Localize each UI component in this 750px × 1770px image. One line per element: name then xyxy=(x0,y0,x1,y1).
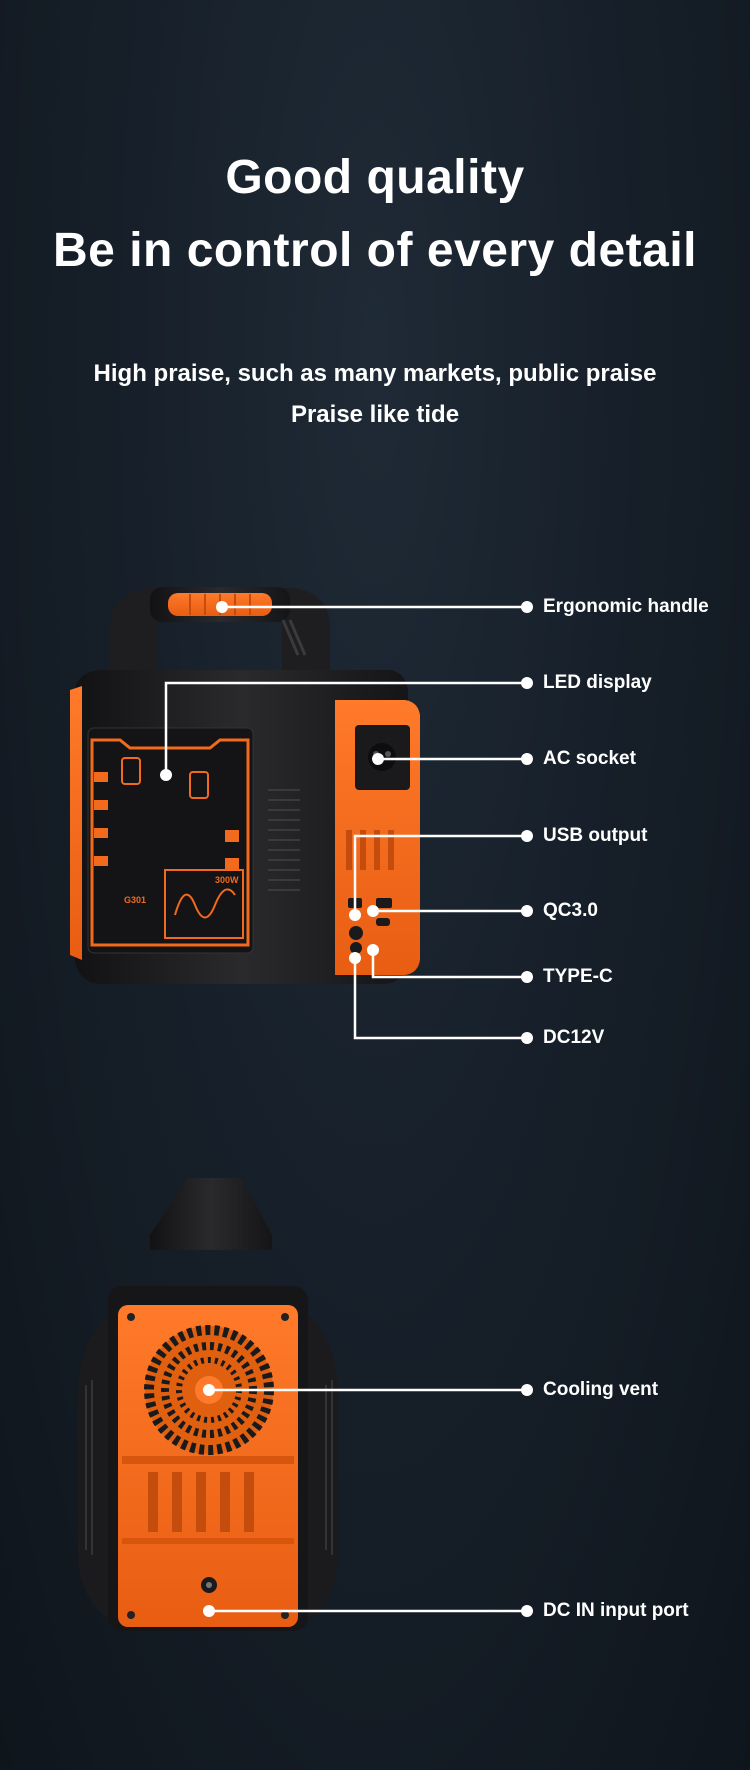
headline-line-1: Good quality xyxy=(225,151,525,204)
back-callout-lines xyxy=(209,1388,527,1613)
label-type-c: TYPE-C xyxy=(543,966,613,987)
power-station-back xyxy=(78,1178,338,1631)
subtitle-line-2: Praise like tide xyxy=(290,401,460,428)
headline-line-2: Be in control of every detail xyxy=(53,224,697,277)
label-qc3: QC3.0 xyxy=(543,900,598,921)
right-port-panel xyxy=(335,700,420,975)
label-usb-output: USB output xyxy=(543,825,648,846)
power-label: 300W xyxy=(215,875,239,885)
label-ergonomic-handle: Ergonomic handle xyxy=(543,596,709,617)
label-ac-socket: AC socket xyxy=(543,748,636,769)
led-display-panel: G301 300W xyxy=(87,727,254,954)
back-callout-dots xyxy=(203,1384,533,1617)
subtitle-line-1: High praise, such as many markets, publi… xyxy=(93,360,657,387)
label-dc12v: DC12V xyxy=(543,1027,605,1048)
label-dc-in-input-port: DC IN input port xyxy=(543,1600,689,1621)
handle xyxy=(110,587,330,670)
model-label: G301 xyxy=(124,895,146,905)
power-station-front: G301 300W xyxy=(70,587,420,984)
front-callout-lines xyxy=(164,605,527,1040)
front-callout-dots xyxy=(160,601,533,1044)
label-cooling-vent: Cooling vent xyxy=(543,1379,659,1400)
label-led-display: LED display xyxy=(543,672,652,693)
